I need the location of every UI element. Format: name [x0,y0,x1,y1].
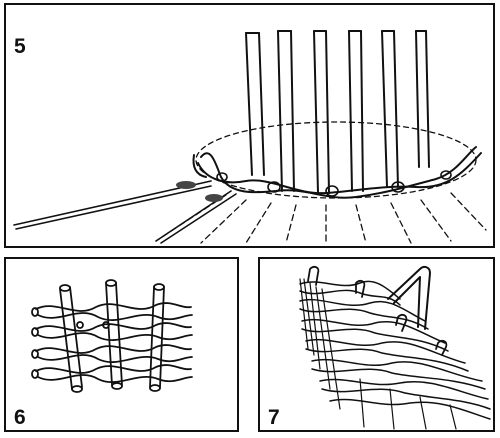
figure-7-number: 7 [268,406,280,429]
stake-stubs [359,378,457,430]
weaver-shading [176,181,196,189]
stake-ends [216,170,452,197]
woven-weavers [35,302,193,384]
weaver-strands [13,180,237,244]
figure-5-panel: 5 [4,3,495,248]
figure-5-illustration [13,30,487,244]
figure-7-illustration [299,265,491,430]
upright-stakes [245,30,430,194]
figure-6-illustration [31,279,193,393]
weaver-ends [31,307,110,379]
figure-5-number: 5 [14,35,26,58]
base-outline [195,121,477,199]
weaver-shading-2 [205,194,223,202]
stake-tops [307,266,448,356]
base-spokes [155,192,487,244]
woven-rows [299,280,491,420]
figure-7-panel: 7 [258,257,495,432]
bent-weaver-loop [387,265,431,330]
left-edge-strands [299,278,341,410]
figure-6-panel: 6 [4,257,239,432]
figure-6-number: 6 [14,406,26,429]
